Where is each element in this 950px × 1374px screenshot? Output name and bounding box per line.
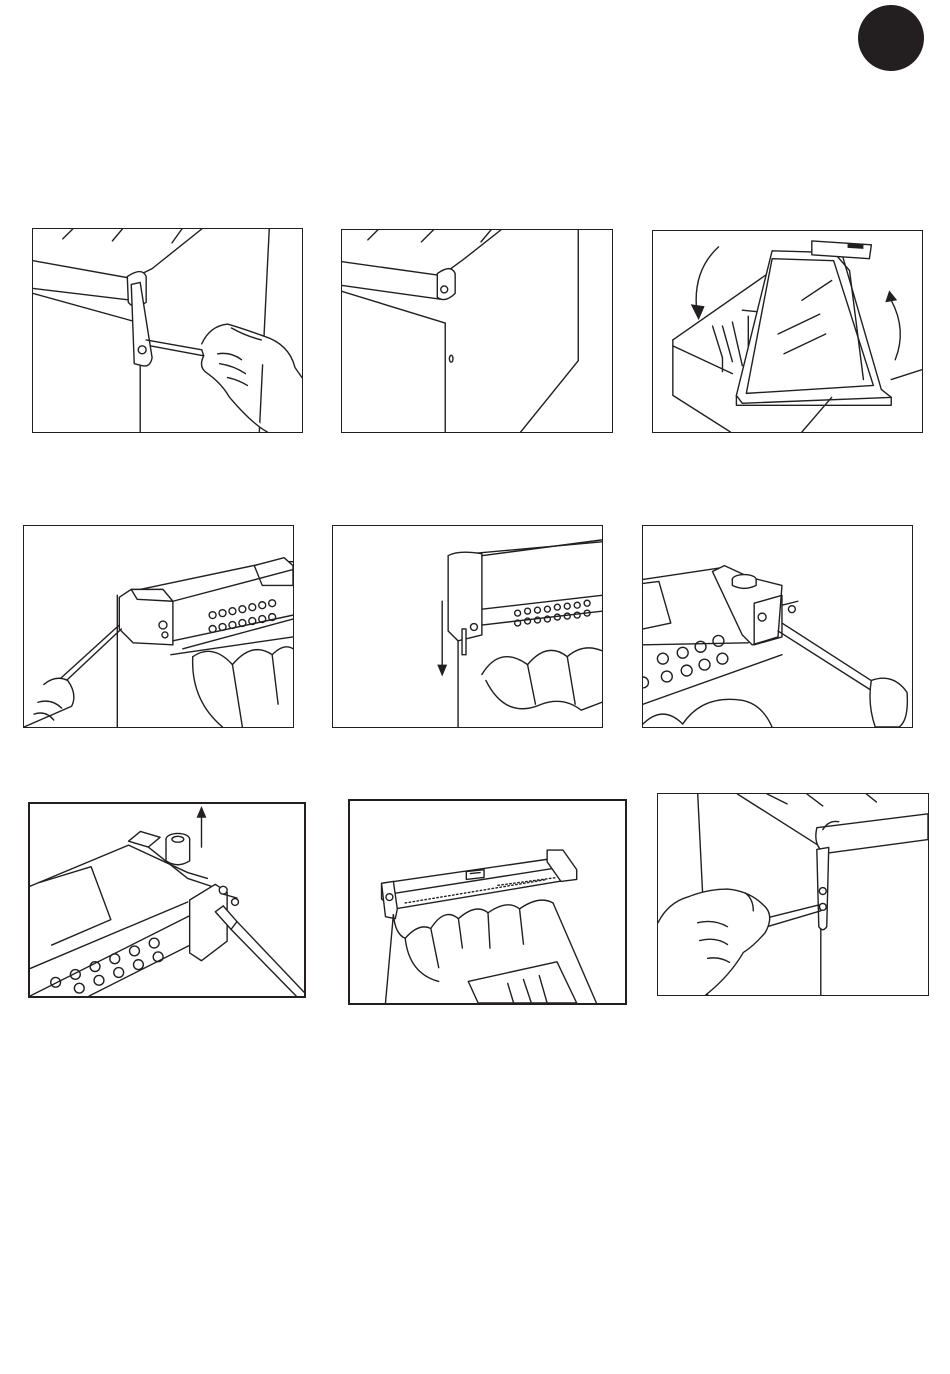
figure-5 xyxy=(332,525,603,728)
figure-4 xyxy=(23,525,294,728)
figure-6 xyxy=(642,525,913,728)
figure-2 xyxy=(341,229,613,433)
figure-8 xyxy=(348,799,627,1005)
page-badge xyxy=(858,5,924,71)
figure-3 xyxy=(652,230,923,433)
figure-7 xyxy=(28,802,306,998)
figure-1 xyxy=(32,228,303,433)
figure-9 xyxy=(657,793,929,996)
